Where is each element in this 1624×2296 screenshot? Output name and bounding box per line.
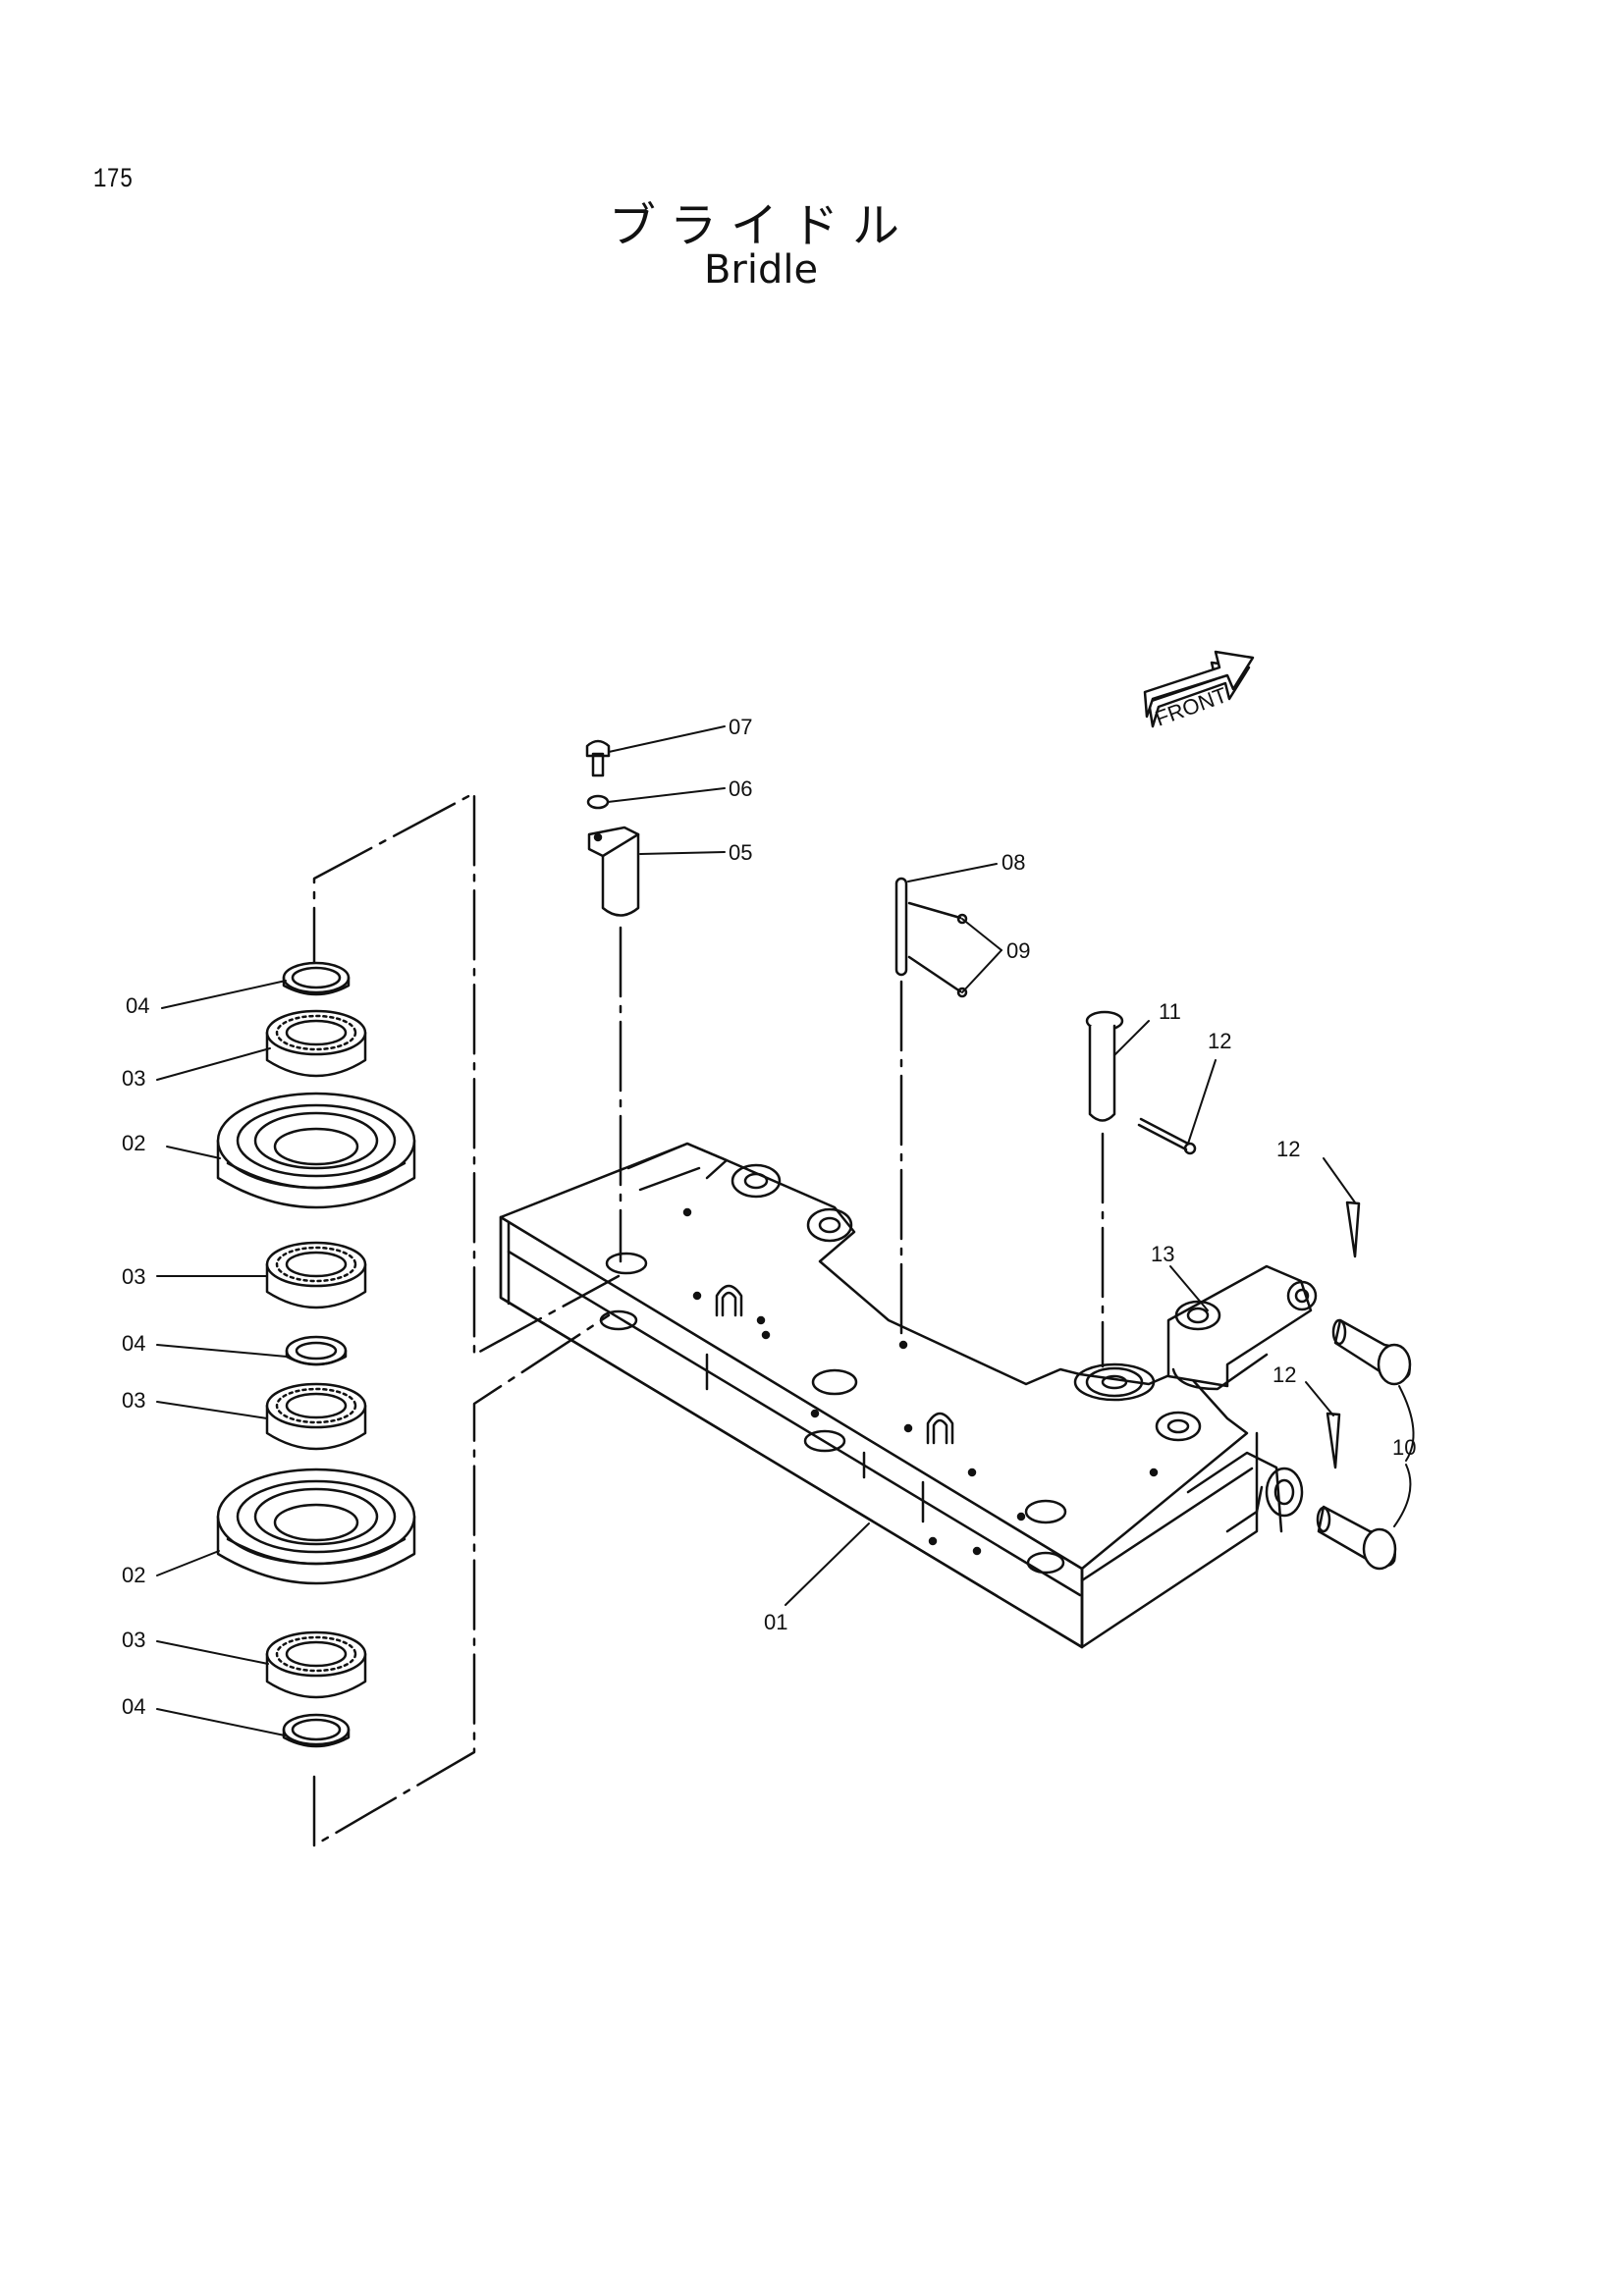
callout-12-right: 12: [1276, 1137, 1300, 1161]
seal-ring-2: [285, 1335, 348, 1366]
pin-part: [587, 826, 640, 917]
callout-02-second: 02: [122, 1563, 145, 1587]
callout-01: 01: [764, 1610, 787, 1634]
page-title-english: Bridle: [703, 247, 819, 293]
leader-lines: [156, 725, 1415, 1736]
center-line-lower-stack: [312, 1313, 611, 1847]
callout-12-lower: 12: [1272, 1362, 1296, 1387]
pin-10-upper: [1331, 1318, 1412, 1386]
callout-10: 10: [1392, 1435, 1416, 1460]
callout-08: 08: [1001, 850, 1025, 875]
bearing-3: [265, 1382, 367, 1451]
callout-11: 11: [1159, 999, 1181, 1024]
seal-ring-1: [282, 961, 351, 996]
bearing-4: [265, 1630, 367, 1699]
bearing-2: [265, 1241, 367, 1309]
callout-06: 06: [729, 776, 752, 801]
bolt-part: [585, 739, 611, 777]
cotter-pin-part: [1345, 1201, 1361, 1258]
callout-03-fourth: 03: [122, 1628, 145, 1652]
callout-02-first: 02: [122, 1131, 145, 1155]
callout-12-top: 12: [1208, 1029, 1231, 1053]
pin-seat-ring: [1073, 1362, 1156, 1402]
center-line-upper-stack: [312, 791, 621, 1357]
callout-04-bottom: 04: [122, 1694, 145, 1719]
callout-13: 13: [1151, 1242, 1174, 1266]
clevis-part: [1166, 1264, 1318, 1391]
cotter-pin-part-2: [1326, 1412, 1341, 1469]
callout-03-first: 03: [122, 1066, 145, 1091]
washer-part: [586, 794, 610, 810]
page-number: 175: [93, 165, 134, 195]
page-title-japanese: ブライドル: [608, 198, 913, 253]
callout-09: 09: [1006, 938, 1030, 963]
callout-03-second: 03: [122, 1264, 145, 1289]
seal-ring-3: [282, 1713, 351, 1748]
bridle-frame: [499, 1142, 1304, 1649]
callout-04-middle: 04: [122, 1331, 145, 1356]
callout-04-top: 04: [126, 993, 149, 1018]
callout-05: 05: [729, 840, 752, 865]
front-arrow-icon: FRONT: [1143, 650, 1255, 731]
rod-part: [894, 877, 968, 998]
pin-10-lower: [1316, 1505, 1397, 1571]
sheave-1: [216, 1092, 416, 1209]
bearing-1: [265, 1009, 367, 1078]
callout-07: 07: [729, 715, 752, 739]
callout-03-third: 03: [122, 1388, 145, 1413]
sheave-2: [216, 1468, 416, 1585]
clevis-pin-part: [1085, 1010, 1197, 1155]
